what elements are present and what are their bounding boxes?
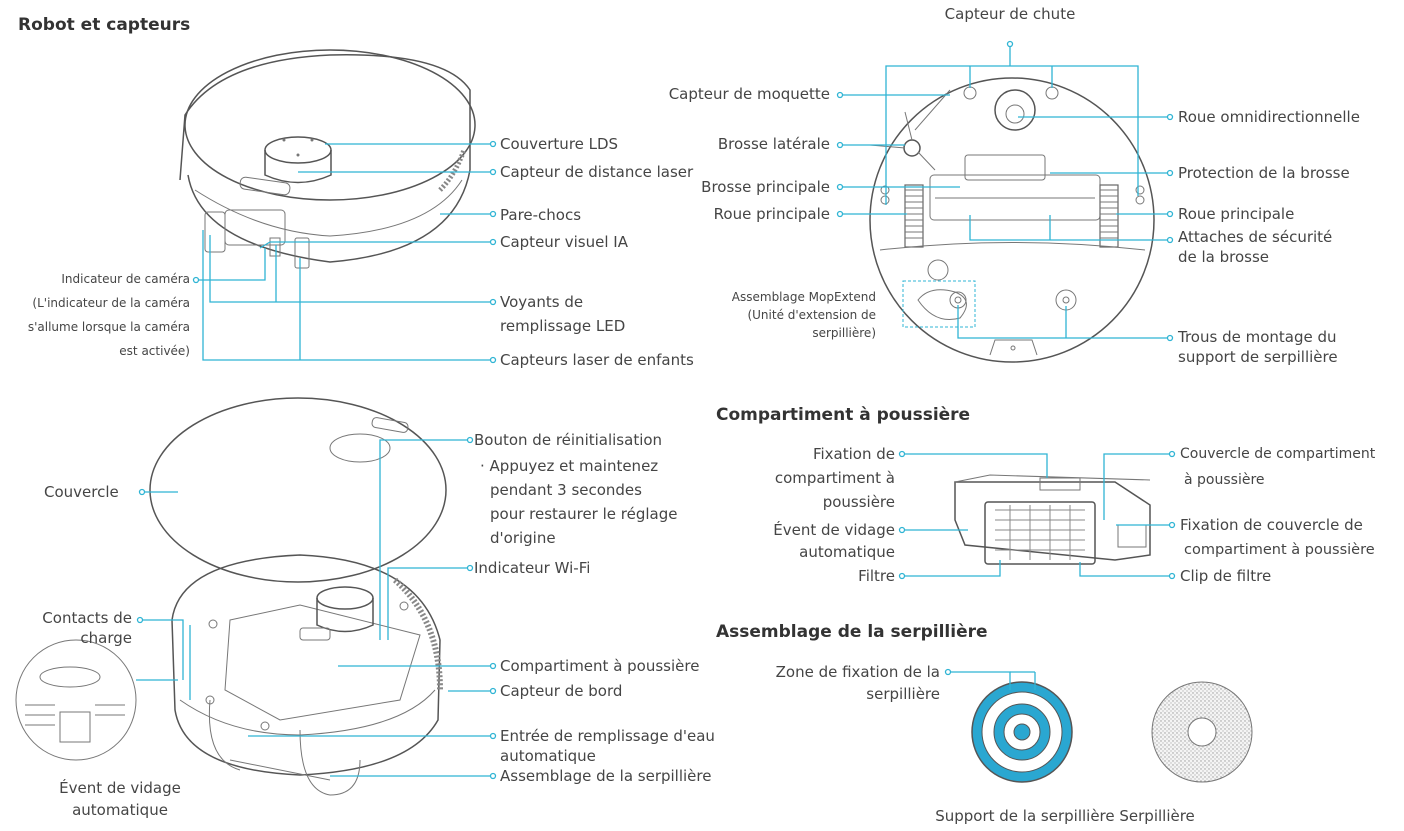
label-mop-holes-1: Trous de montage du [1178, 328, 1337, 346]
label-reset-note-2: pendant 3 secondes [490, 481, 642, 499]
label-mopextend-1: Assemblage MopExtend [731, 290, 876, 304]
label-main-brush: Brosse principale [701, 178, 830, 196]
label-mop-holes-2: support de serpillière [1178, 348, 1338, 366]
exploded-leaders [136, 436, 497, 780]
label-bin-fixation-3: poussière [822, 493, 895, 511]
robot-leaders [192, 140, 497, 364]
label-filter: Filtre [858, 567, 895, 585]
label-lid-fixation-1: Fixation de couvercle de [1180, 516, 1363, 534]
label-laser-sensor: Capteur de distance laser [500, 163, 694, 181]
label-led-1: Voyants de [500, 293, 584, 311]
section-robot-title: Robot et capteurs [18, 15, 191, 35]
label-reset-note-4: d'origine [490, 529, 556, 547]
label-camera-note-3: est activée) [119, 344, 190, 358]
label-camera-note-2: s'allume lorsque la caméra [27, 320, 190, 334]
exploded-drawing [15, 397, 447, 796]
dustbin-drawing [954, 474, 1151, 565]
section-mop-title: Assemblage de la serpillière [716, 622, 988, 642]
label-bin-fixation-2: compartiment à [774, 469, 895, 487]
label-lid-fixation-2: compartiment à poussière [1184, 542, 1375, 558]
label-child-laser: Capteurs laser de enfants [500, 351, 694, 369]
label-ai-sensor: Capteur visuel IA [500, 233, 628, 251]
label-led-2: remplissage LED [500, 317, 626, 335]
label-bin-vent-2: automatique [799, 543, 895, 561]
section-dustbin-title: Compartiment à poussière [716, 405, 971, 425]
label-mop-caption: Support de la serpillière Serpillière [935, 807, 1195, 825]
dustbin-leaders [898, 450, 1176, 580]
label-edge-sensor: Capteur de bord [500, 682, 623, 700]
label-reset-note-3: pour restaurer le réglage [490, 505, 678, 523]
label-mopextend-3: serpillière) [812, 326, 876, 340]
bottom-leaders [836, 40, 1174, 342]
label-mopextend-2: (Unité d'extension de [747, 308, 876, 322]
label-auto-vent-2: automatique [72, 801, 168, 819]
label-bin-lid-1: Couvercle de compartiment [1180, 446, 1376, 462]
robot-bottom-drawing [869, 77, 1155, 363]
label-main-wheel-left: Roue principale [713, 205, 830, 223]
label-main-wheel-right: Roue principale [1178, 205, 1295, 223]
robot-top-drawing [179, 49, 476, 269]
label-omni-wheel: Roue omnidirectionnelle [1178, 108, 1360, 126]
label-charge-contacts-2: charge [80, 629, 132, 647]
label-auto-vent-1: Évent de vidage [59, 779, 181, 797]
label-mop-assembly: Assemblage de la serpillière [500, 767, 712, 785]
label-dust-compartment: Compartiment à poussière [500, 657, 700, 675]
label-mop-zone-1: Zone de fixation de la [775, 663, 940, 681]
label-lds-cover: Couverture LDS [500, 135, 619, 153]
label-brush-clip-1: Attaches de sécurité [1178, 228, 1333, 246]
label-carpet-sensor: Capteur de moquette [668, 85, 830, 103]
label-bumper: Pare-chocs [500, 206, 582, 224]
mop-leaders [944, 668, 1036, 690]
label-bin-lid-2: à poussière [1184, 472, 1265, 488]
label-side-brush: Brosse latérale [717, 135, 830, 153]
label-camera-note-1: (L'indicateur de la caméra [32, 296, 190, 310]
label-filter-clip: Clip de filtre [1180, 567, 1272, 585]
mop-drawing [971, 681, 1253, 783]
label-wifi-indicator: Indicateur Wi-Fi [474, 559, 591, 577]
label-camera-indicator: Indicateur de caméra [61, 272, 190, 286]
label-bin-fixation-1: Fixation de [812, 445, 895, 463]
label-reset-button: Bouton de réinitialisation [474, 431, 663, 449]
label-water-inlet-2: automatique [500, 747, 596, 765]
label-bin-vent-1: Évent de vidage [773, 521, 895, 539]
label-water-inlet-1: Entrée de remplissage d'eau [500, 727, 715, 745]
label-reset-note-1: · Appuyez et maintenez [480, 457, 659, 475]
label-cliff-sensor: Capteur de chute [944, 5, 1076, 23]
label-cover: Couvercle [44, 483, 119, 501]
label-brush-clip-2: de la brosse [1178, 248, 1270, 266]
label-brush-guard: Protection de la brosse [1178, 164, 1350, 182]
label-mop-zone-2: serpillière [866, 685, 940, 703]
label-charge-contacts-1: Contacts de [42, 609, 132, 627]
